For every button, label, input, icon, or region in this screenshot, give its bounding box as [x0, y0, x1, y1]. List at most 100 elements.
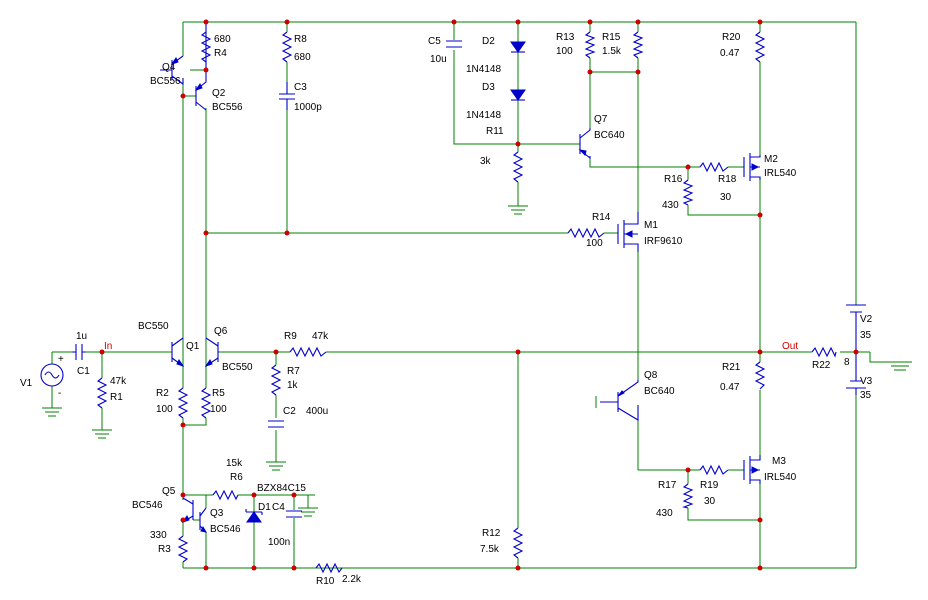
source-v1-name: V1 — [20, 378, 33, 389]
capacitor-c2 — [268, 420, 284, 428]
r1-value: 47k — [110, 376, 127, 387]
c3-value: 1000p — [294, 102, 322, 113]
q6-part: BC550 — [222, 362, 253, 373]
diode-d3 — [510, 89, 526, 101]
r18-name: R18 — [718, 174, 737, 185]
r2-value: 100 — [156, 404, 173, 415]
r22-value: 8 — [844, 357, 850, 368]
resistor-r16 — [682, 179, 694, 206]
transistor-q2 — [194, 22, 207, 111]
d2-part: 1N4148 — [466, 64, 501, 75]
transistor-q8 — [600, 380, 639, 421]
q4-part: BC556 — [150, 76, 181, 87]
r10-value: 2.2k — [342, 574, 362, 585]
r7-name: R7 — [287, 366, 300, 377]
r8-value: 680 — [294, 52, 311, 63]
r21-name: R21 — [722, 362, 741, 373]
r9-name: R9 — [284, 331, 297, 342]
source-v1-minus: - — [58, 388, 61, 399]
r19-value: 30 — [704, 496, 716, 507]
r21-value: 0.47 — [720, 382, 740, 393]
r4-value: 680 — [214, 34, 231, 45]
r13-name: R13 — [556, 32, 575, 43]
resistor-r9 — [289, 346, 327, 358]
capacitor-c4 — [286, 510, 302, 518]
components — [40, 22, 866, 574]
r20-value: 0.47 — [720, 48, 740, 59]
capacitor-c5 — [446, 40, 462, 48]
q4-name: Q4 — [162, 62, 176, 73]
r14-name: R14 — [592, 212, 611, 223]
r17-value: 430 — [656, 508, 673, 519]
r15-value: 1.5k — [602, 46, 622, 57]
c2-name: C2 — [283, 406, 296, 417]
m2-name: M2 — [764, 154, 778, 165]
zener-d1 — [246, 511, 262, 523]
c4-name: C4 — [272, 502, 285, 513]
m3-part: IRL540 — [764, 472, 797, 483]
q1-part: BC550 — [138, 321, 169, 332]
supply-v3-name: V3 — [860, 376, 873, 387]
c5-name: C5 — [428, 36, 441, 47]
junctions — [99, 19, 859, 571]
c1-value: 1u — [76, 331, 87, 342]
d3-part: 1N4148 — [466, 110, 501, 121]
q8-name: Q8 — [644, 370, 658, 381]
r13-value: 100 — [556, 46, 573, 57]
r7-value: 1k — [287, 380, 299, 391]
mosfet-m2 — [743, 153, 761, 181]
r16-value: 430 — [662, 200, 679, 211]
supply-v2-value: 35 — [860, 330, 872, 341]
q7-name: Q7 — [594, 114, 608, 125]
resistor-r7 — [270, 364, 282, 396]
q2-name: Q2 — [212, 88, 226, 99]
q5-name: Q5 — [162, 486, 176, 497]
c1-name: C1 — [77, 366, 90, 377]
r4-name: R4 — [214, 48, 227, 59]
resistor-r8 — [281, 31, 293, 63]
q3-name: Q3 — [210, 508, 224, 519]
transistor-q6 — [204, 337, 219, 367]
r12-name: R12 — [482, 528, 501, 539]
q1-name: Q1 — [186, 341, 200, 352]
m2-part: IRL540 — [764, 168, 797, 179]
supply-v2 — [846, 304, 866, 352]
supply-v3-value: 35 — [860, 390, 872, 401]
r3-name: R3 — [158, 544, 171, 555]
r6-value: 15k — [226, 458, 243, 469]
c2-value: 400u — [306, 406, 328, 417]
diode-d2 — [510, 41, 526, 53]
r14-value: 100 — [586, 238, 603, 249]
source-v1-plus: + — [58, 354, 64, 365]
r11-name: R11 — [486, 126, 504, 137]
capacitor-c3 — [279, 82, 295, 110]
c4-value: 100n — [268, 537, 290, 548]
mosfet-m1 — [617, 212, 639, 252]
r5-name: R5 — [212, 388, 225, 399]
r6-name: R6 — [230, 472, 243, 483]
m1-part: IRF9610 — [644, 236, 683, 247]
resistor-r19 — [699, 464, 729, 476]
q2-part: BC556 — [212, 102, 243, 113]
r10-name: R10 — [316, 576, 335, 587]
r1-name: R1 — [110, 392, 123, 403]
resistor-r2 — [177, 387, 189, 419]
resistor-r11 — [512, 151, 524, 183]
resistor-r18 — [699, 161, 729, 173]
resistor-r3 — [177, 535, 189, 563]
q3-part: BC546 — [210, 524, 241, 535]
c5-value: 10u — [430, 54, 447, 65]
labels: In Out V1 + - V2 35 V3 35 Q4 BC556 Q2 BC… — [20, 32, 873, 587]
r16-name: R16 — [664, 174, 683, 185]
resistor-r20 — [754, 31, 766, 63]
r20-name: R20 — [722, 32, 741, 43]
transistor-q1 — [171, 337, 185, 367]
d2-name: D2 — [482, 36, 495, 47]
supply-v2-name: V2 — [860, 314, 873, 325]
resistor-r1 — [96, 377, 108, 409]
resistor-r21 — [754, 361, 766, 390]
r11-value: 3k — [480, 156, 492, 167]
r5-value: 100 — [210, 404, 227, 415]
resistor-r14 — [567, 227, 605, 239]
